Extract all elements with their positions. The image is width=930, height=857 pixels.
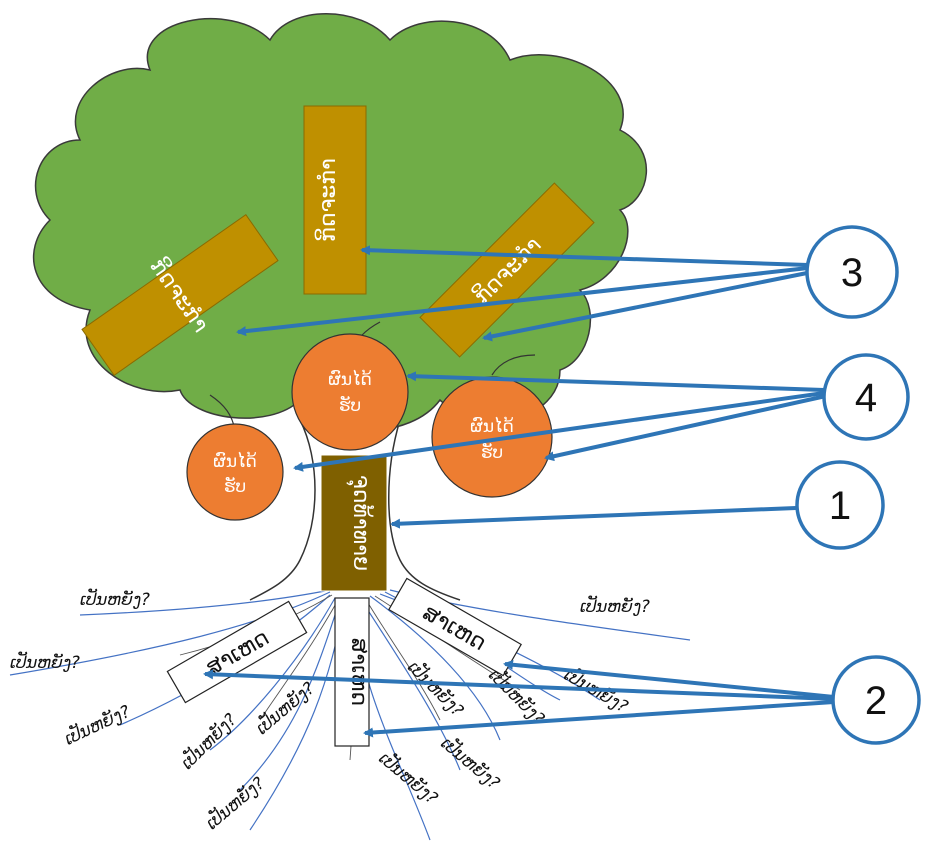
why-questions: ເປັນຫຍັງ? ເປັນຫຍັງ? ເປັນຫຍັງ? ເປັນຫຍັງ? … [10, 587, 650, 834]
callout-3-number: 3 [841, 251, 863, 295]
callout-1: 1 [795, 460, 885, 550]
why-question: ເປັນຫຍັງ? [375, 746, 443, 808]
why-question: ເປັນຫຍັງ? [580, 594, 650, 617]
arrow-1 [390, 506, 797, 529]
why-question: ເປັນຫຍັງ? [437, 731, 505, 793]
fruit-right-line1: ຜົນໄດ້ [470, 415, 514, 437]
arrow-2-center [363, 700, 835, 738]
callout-2: 2 [831, 655, 921, 745]
activity-box-center: ກິດຈະກຳ [303, 105, 367, 295]
arrows [203, 245, 835, 738]
fruit-center-line1: ຜົນໄດ້ [328, 368, 372, 390]
callout-4: 4 [822, 353, 910, 441]
fruit-right-line2: ຮັບ [481, 441, 503, 463]
arrow-2-left [203, 669, 835, 701]
arrow-3-right [482, 270, 813, 342]
arrow-4-center [406, 371, 825, 392]
why-question: ເປັນຫຍັງ? [251, 676, 319, 738]
activity-box-left: ກິດຈະກຳ [81, 214, 279, 376]
arrow-4-right [544, 394, 827, 462]
arrow-3-center [360, 245, 809, 267]
fruit-center: ຜົນໄດ້ ຮັບ [291, 333, 409, 451]
callout-4-number: 4 [855, 376, 877, 420]
why-question: ເປັນຫຍັງ? [80, 587, 150, 610]
fruit-center-line2: ຮັບ [339, 394, 361, 416]
cause-box-center: ສາເຫດ [334, 597, 371, 747]
why-question: ເປັນຫຍັງ? [201, 771, 269, 833]
fruit-left-line1: ຜົນໄດ້ [213, 450, 257, 472]
callout-2-number: 2 [865, 679, 887, 723]
arrow-4-left [293, 391, 825, 472]
activity-label-center: ກິດຈະກຳ [315, 158, 341, 242]
why-question: ເປັນຫຍັງ? [10, 650, 80, 673]
why-question: ເປັນຫຍັງ? [175, 708, 241, 774]
cause-box-left: ສາເຫດ [166, 600, 308, 704]
fruit-left: ຜົນໄດ້ ຮັບ [186, 423, 284, 521]
cause-label-center: ສາເຫດ [346, 638, 371, 706]
arrow-2-right [503, 659, 835, 699]
fruit-left-line2: ຮັບ [224, 475, 246, 497]
fruit-right: ຜົນໄດ້ ຮັບ [431, 376, 553, 498]
why-question: ເປັນຫຍັງ? [60, 699, 133, 749]
trunk-outline [249, 419, 461, 601]
callout-3: 3 [805, 225, 899, 319]
arrow-3-left [236, 266, 809, 337]
challenge-box: ຈຸດທ້າທາຍ [320, 454, 388, 592]
why-question: ເປັນຫຍັງ? [403, 655, 469, 721]
callout-1-number: 1 [829, 484, 851, 528]
challenge-label: ຈຸດທ້າທາຍ [346, 475, 373, 571]
